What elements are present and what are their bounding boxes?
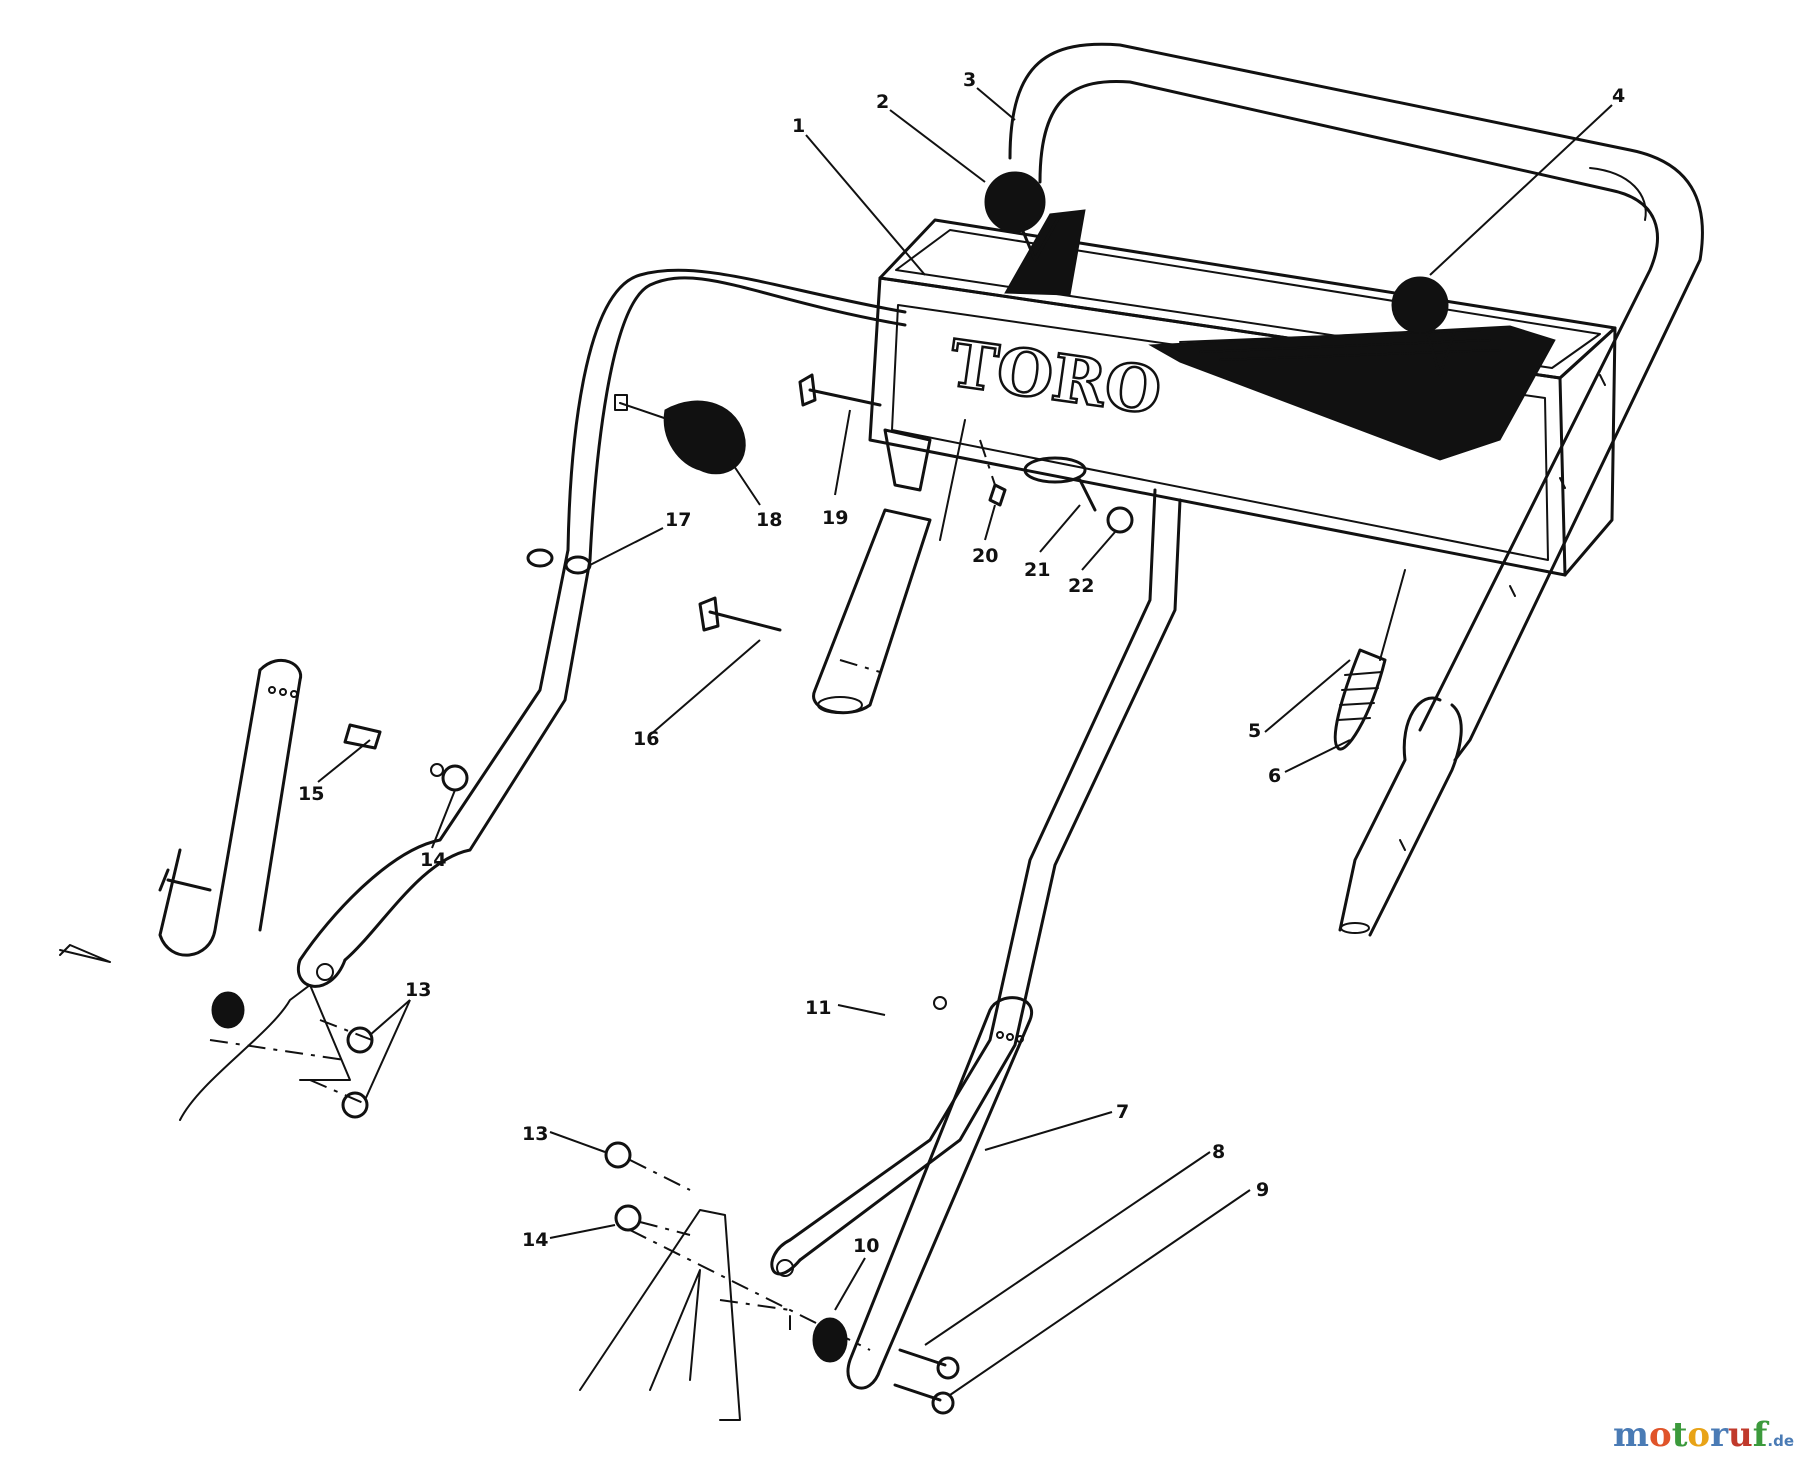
lower-handle — [296, 268, 1182, 1277]
label-part-21: 21 — [1024, 559, 1050, 581]
label-part-14-lower: 14 — [522, 1229, 548, 1251]
watermark-letter: m — [1613, 1415, 1649, 1455]
label-part-19: 19 — [822, 507, 848, 529]
brand-label: TORO — [945, 326, 1166, 430]
center-parts — [343, 373, 1406, 792]
watermark-letter: o — [1687, 1415, 1711, 1455]
right-mount — [579, 996, 1034, 1421]
watermark-letter: u — [1728, 1415, 1753, 1455]
part-number-labels: 1 2 3 4 5 6 7 8 9 10 11 13 13 14 14 15 1… — [298, 69, 1625, 1257]
label-part-5: 5 — [1248, 720, 1261, 742]
label-part-6: 6 — [1268, 765, 1281, 787]
label-part-3: 3 — [963, 69, 976, 91]
label-part-16: 16 — [633, 728, 659, 750]
label-part-17: 17 — [665, 509, 691, 531]
label-part-2: 2 — [876, 91, 889, 113]
watermark-letter: t — [1671, 1415, 1688, 1455]
upper-handle — [1008, 42, 1704, 937]
label-part-11: 11 — [805, 997, 831, 1019]
label-part-13-right: 13 — [522, 1123, 548, 1145]
watermark-tld: .de — [1767, 1432, 1794, 1450]
label-part-14-upper: 14 — [420, 849, 446, 871]
watermark-letter: o — [1649, 1415, 1672, 1455]
label-part-9: 9 — [1256, 1179, 1269, 1201]
control-panel: TORO — [868, 171, 1617, 577]
left-mount — [59, 658, 374, 1121]
watermark-logo: motoruf.de — [1613, 1415, 1794, 1455]
label-part-13-left: 13 — [405, 979, 431, 1001]
label-part-10: 10 — [853, 1235, 879, 1257]
label-part-22: 22 — [1068, 575, 1094, 597]
watermark-letters: motoruf — [1613, 1415, 1767, 1455]
label-part-15: 15 — [298, 783, 324, 805]
label-part-8: 8 — [1212, 1141, 1225, 1163]
label-part-20: 20 — [972, 545, 998, 567]
watermark-letter: f — [1752, 1415, 1768, 1455]
label-part-1: 1 — [792, 115, 805, 137]
label-part-18: 18 — [756, 509, 782, 531]
leader-lines — [317, 87, 1613, 1396]
label-part-4: 4 — [1612, 85, 1625, 107]
watermark-letter: r — [1710, 1415, 1729, 1455]
label-part-7: 7 — [1116, 1101, 1129, 1123]
